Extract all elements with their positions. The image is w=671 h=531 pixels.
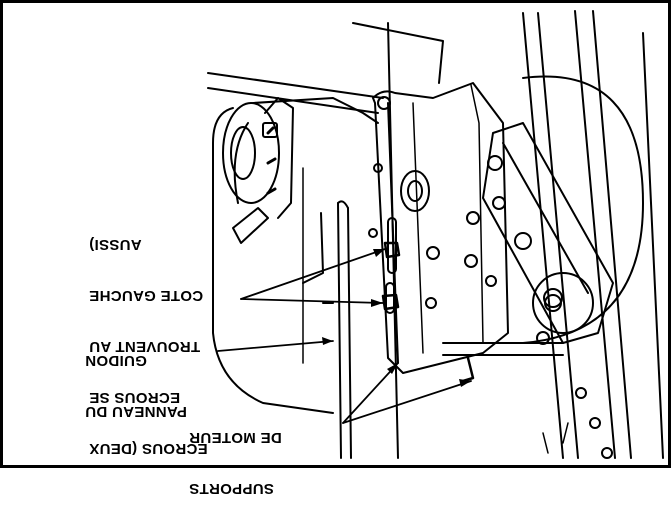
arrowhead-supports-1 <box>387 363 398 374</box>
label-line: TROUVENT AU <box>89 338 201 355</box>
label-line: ECROUS SE <box>89 389 181 406</box>
leader-panel <box>217 340 334 352</box>
arrowhead-panel <box>322 337 333 345</box>
label-line: COTE GAUCHE <box>89 287 204 304</box>
diagram-frame: SUPPORTS DE MOTEUR PANNEAU DU GUIDON ECR… <box>0 0 671 497</box>
label-line: AUSSI) <box>89 236 142 253</box>
brace-plate <box>482 122 614 454</box>
engine-mount-illustration <box>207 10 664 459</box>
label-line: ECROUS (DEUX <box>89 440 208 457</box>
chassis-lines <box>207 10 664 459</box>
engine-mount-bracket <box>372 82 509 383</box>
leader-supports-1 <box>342 362 399 424</box>
leader-nut-upper <box>240 248 386 300</box>
leader-nut-lower <box>240 298 384 304</box>
leader-supports-2 <box>342 380 472 424</box>
arrowhead-nut-lower <box>371 299 383 307</box>
arrowhead-supports-2 <box>459 379 471 387</box>
engine-housing <box>212 97 383 414</box>
label-nuts: ECROUS (DEUX ECROUS SE TROUVENT AU COTE … <box>89 202 241 491</box>
leader-lines <box>217 248 472 424</box>
pulley-area <box>442 75 644 459</box>
arrowhead-nut-upper <box>373 249 385 257</box>
